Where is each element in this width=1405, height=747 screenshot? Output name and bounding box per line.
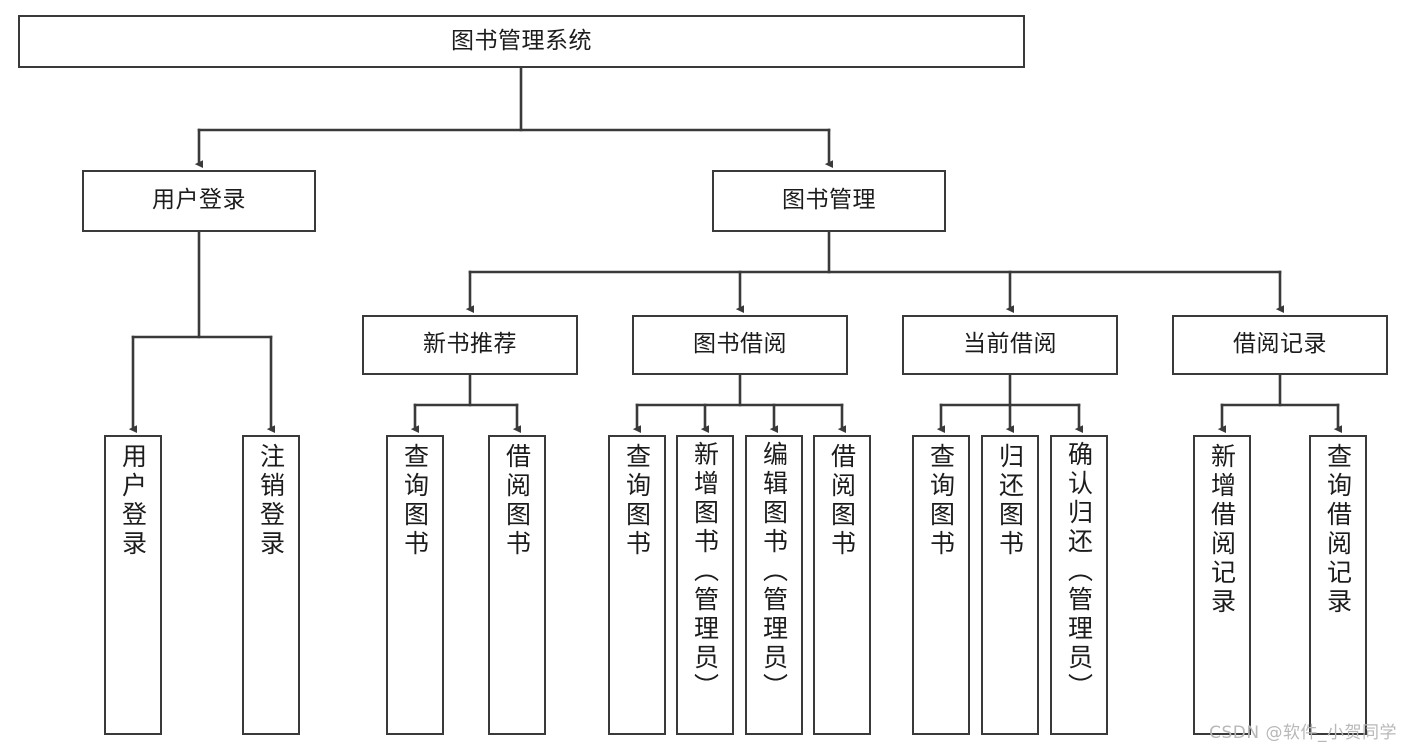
- node-leaf-new-book-borrow[interactable]: 借阅图书: [488, 435, 546, 735]
- node-book-management-label: 图书管理: [782, 187, 876, 214]
- node-current-borrow-label: 当前借阅: [963, 331, 1057, 358]
- node-leaf-book-borrow-add-label: 新增图书（管理员）: [690, 441, 720, 702]
- node-leaf-borrow-record-add-label: 新增借阅记录: [1207, 443, 1237, 617]
- node-leaf-current-borrow-query-label: 查询图书: [926, 443, 956, 559]
- node-book-borrow[interactable]: 图书借阅: [632, 315, 848, 375]
- node-leaf-book-borrow-borrow-label: 借阅图书: [827, 443, 857, 559]
- node-leaf-new-book-query-label: 查询图书: [400, 443, 430, 559]
- node-leaf-new-book-query[interactable]: 查询图书: [386, 435, 444, 735]
- node-leaf-borrow-record-query[interactable]: 查询借阅记录: [1309, 435, 1367, 735]
- node-leaf-user-login-signout-label: 注销登录: [256, 443, 286, 559]
- node-leaf-borrow-record-add[interactable]: 新增借阅记录: [1193, 435, 1251, 735]
- node-root-system-label: 图书管理系统: [451, 27, 592, 54]
- node-user-login[interactable]: 用户登录: [82, 170, 316, 232]
- node-root-system[interactable]: 图书管理系统: [18, 15, 1025, 68]
- node-leaf-book-borrow-edit[interactable]: 编辑图书（管理员）: [745, 435, 803, 735]
- node-leaf-current-borrow-return-label: 归还图书: [995, 443, 1025, 559]
- node-book-borrow-label: 图书借阅: [693, 331, 787, 358]
- node-leaf-current-borrow-confirm-label: 确认归还（管理员）: [1064, 441, 1094, 702]
- node-new-book-recommend-label: 新书推荐: [423, 331, 517, 358]
- node-leaf-book-borrow-borrow[interactable]: 借阅图书: [813, 435, 871, 735]
- node-leaf-book-borrow-query[interactable]: 查询图书: [608, 435, 666, 735]
- node-leaf-user-login-signin-label: 用户登录: [118, 443, 148, 559]
- node-leaf-borrow-record-query-label: 查询借阅记录: [1323, 443, 1353, 617]
- node-leaf-current-borrow-return[interactable]: 归还图书: [981, 435, 1039, 735]
- node-current-borrow[interactable]: 当前借阅: [902, 315, 1118, 375]
- node-leaf-user-login-signin[interactable]: 用户登录: [104, 435, 162, 735]
- node-leaf-new-book-borrow-label: 借阅图书: [502, 443, 532, 559]
- node-borrow-record[interactable]: 借阅记录: [1172, 315, 1388, 375]
- node-leaf-current-borrow-query[interactable]: 查询图书: [912, 435, 970, 735]
- node-borrow-record-label: 借阅记录: [1233, 331, 1327, 358]
- node-new-book-recommend[interactable]: 新书推荐: [362, 315, 578, 375]
- node-leaf-current-borrow-confirm[interactable]: 确认归还（管理员）: [1050, 435, 1108, 735]
- node-leaf-book-borrow-query-label: 查询图书: [622, 443, 652, 559]
- node-leaf-book-borrow-edit-label: 编辑图书（管理员）: [759, 441, 789, 702]
- watermark-csdn: CSDN @软件_小贺同学: [1209, 723, 1397, 743]
- node-leaf-user-login-signout[interactable]: 注销登录: [242, 435, 300, 735]
- node-leaf-book-borrow-add[interactable]: 新增图书（管理员）: [676, 435, 734, 735]
- node-user-login-label: 用户登录: [152, 187, 246, 214]
- node-book-management[interactable]: 图书管理: [712, 170, 946, 232]
